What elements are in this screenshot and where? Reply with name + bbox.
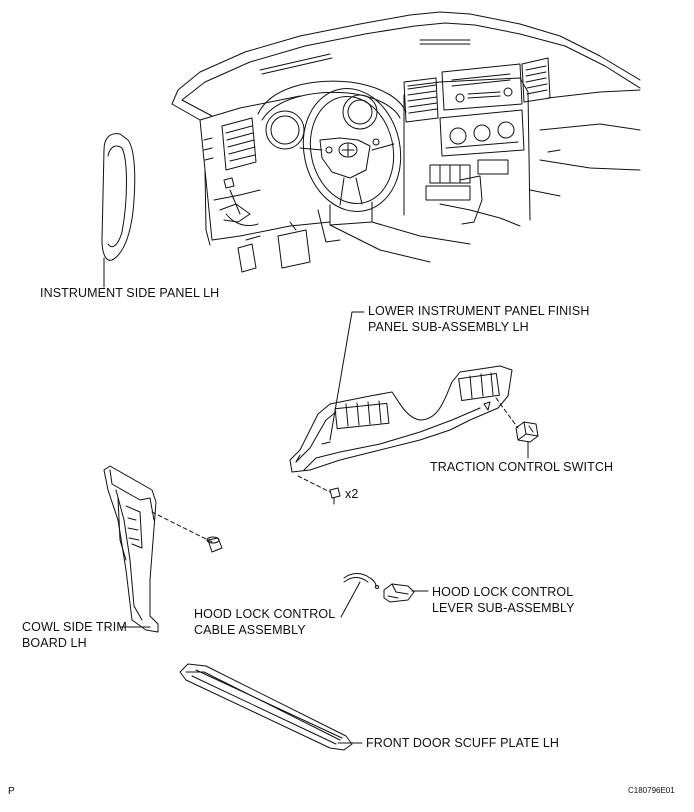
label-traction-control-switch: TRACTION CONTROL SWITCH xyxy=(430,460,614,474)
traction-dashed-line xyxy=(496,398,518,428)
leader-lower-panel xyxy=(330,312,364,440)
label-hood-cable-line1: HOOD LOCK CONTROL xyxy=(194,607,336,621)
label-clip-count: x2 xyxy=(345,487,359,501)
label-lower-panel-line1: LOWER INSTRUMENT PANEL FINISH xyxy=(368,304,590,318)
lower-finish-panel-part xyxy=(290,366,512,472)
traction-control-switch-part xyxy=(516,422,538,442)
label-cowl-line2: BOARD LH xyxy=(22,636,87,650)
label-cowl-line1: COWL SIDE TRIM xyxy=(22,620,127,634)
figure-code: C180796E01 xyxy=(628,786,675,795)
hood-lever-part xyxy=(384,584,414,602)
label-scuff-plate: FRONT DOOR SCUFF PLATE LH xyxy=(366,736,560,750)
cowl-side-trim-part xyxy=(104,466,158,632)
cowl-clip-part xyxy=(207,537,222,552)
label-hood-lever-line1: HOOD LOCK CONTROL xyxy=(432,585,574,599)
label-hood-lever-line2: LEVER SUB-ASSEMBLY xyxy=(432,601,575,615)
hood-cable-part xyxy=(344,574,379,589)
leader-hood-cable xyxy=(341,582,360,617)
cowl-clip-dashed-line xyxy=(152,512,212,542)
label-lower-panel-line2: PANEL SUB-ASSEMBLY LH xyxy=(368,320,529,334)
instrument-side-panel-part xyxy=(102,134,135,261)
dashboard-illustration xyxy=(172,12,640,272)
label-hood-cable-line2: CABLE ASSEMBLY xyxy=(194,623,306,637)
clip-dashed-line xyxy=(298,476,330,492)
clip-part xyxy=(330,488,340,504)
label-instrument-side-panel: INSTRUMENT SIDE PANEL LH xyxy=(40,286,220,300)
scuff-plate-part xyxy=(180,664,352,750)
page-marker: P xyxy=(8,786,15,797)
